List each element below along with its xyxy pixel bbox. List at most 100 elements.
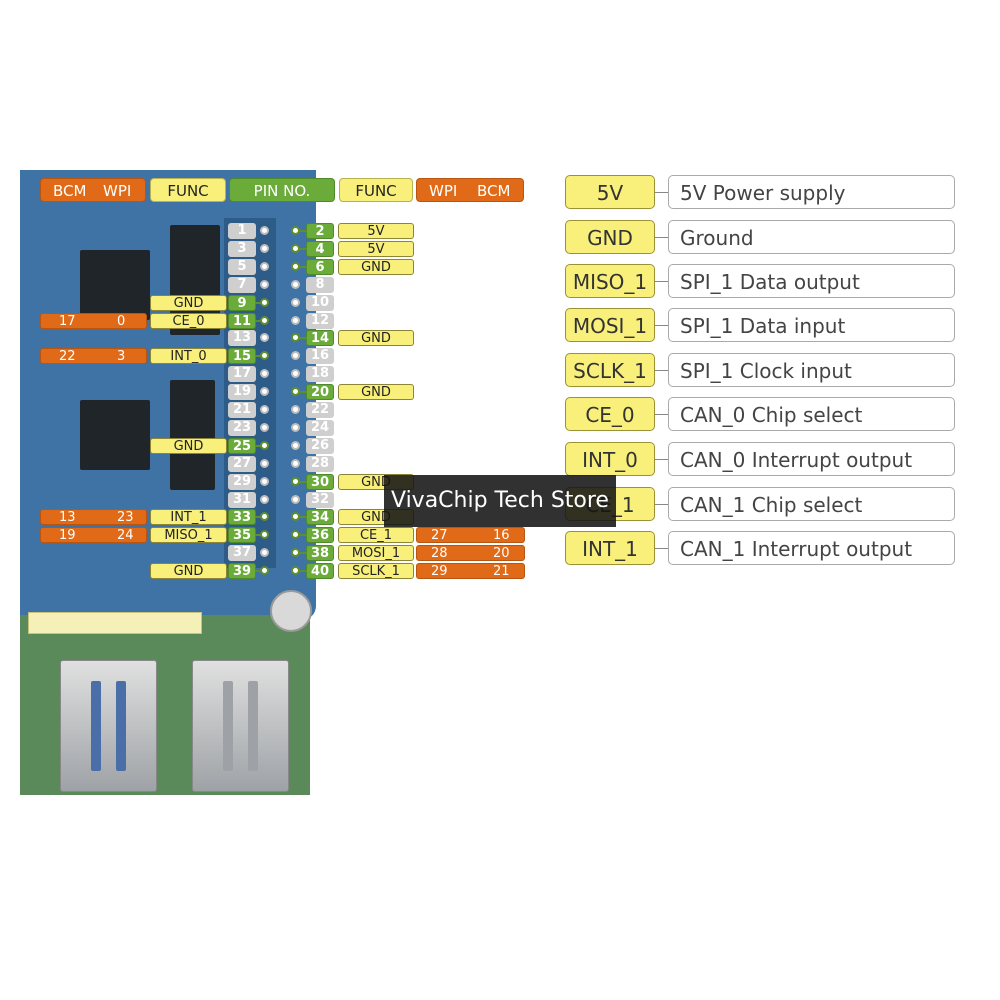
legend-key-sclk-1: SCLK_1: [565, 353, 655, 387]
legend-connector: [655, 548, 668, 549]
pin-40-func: SCLK_1: [338, 563, 414, 579]
pin-2: 2: [306, 223, 334, 239]
header-left-bcm-wpi: BCM WPI: [40, 178, 146, 202]
pin-38-wpi: 28: [431, 546, 448, 561]
pin-14: 14: [306, 330, 334, 346]
pin-20-func: GND: [338, 384, 414, 400]
pin-29: 29: [228, 474, 256, 490]
pin-13: 13: [228, 330, 256, 346]
header-pin-no: PIN NO.: [229, 178, 335, 202]
pin-18: 18: [306, 366, 334, 382]
header-right-func: FUNC: [339, 178, 413, 202]
pin-connector-line: [255, 355, 261, 357]
legend-key-miso-1: MISO_1: [565, 264, 655, 298]
legend-key-gnd: GND: [565, 220, 655, 254]
legend-desc-5v: 5V Power supply: [668, 175, 955, 209]
pin-15: 15: [228, 348, 256, 364]
pin-connector-line: [299, 534, 307, 536]
pin-connector-line: [299, 266, 307, 268]
pin-contact: [260, 459, 269, 468]
pin-25-func: GND: [150, 438, 227, 454]
pin-connector-line: [299, 516, 307, 518]
pin-23: 23: [228, 420, 256, 436]
pin-contact: [260, 566, 269, 575]
pin-contact: [260, 333, 269, 342]
legend-key-5v: 5V: [565, 175, 655, 209]
legend-desc-miso-1: SPI_1 Data output: [668, 264, 955, 298]
raspberry-pi-board: [20, 615, 310, 795]
pin-contact: [291, 405, 300, 414]
pin-contact: [260, 548, 269, 557]
legend-connector: [655, 325, 668, 326]
pin-contact: [260, 244, 269, 253]
pin-connector-line: [299, 552, 307, 554]
pin-11: 11: [228, 313, 256, 329]
pin-4-func: 5V: [338, 241, 414, 257]
pin-contact: [260, 441, 269, 450]
pin-39-func: GND: [150, 563, 227, 579]
legend-connector: [655, 281, 668, 282]
pin-contact: [260, 512, 269, 521]
pin-3: 3: [228, 241, 256, 257]
pin-24: 24: [306, 420, 334, 436]
pin-contact: [260, 262, 269, 271]
header-left-bcm: BCM: [53, 182, 87, 200]
pin-38: 38: [306, 545, 334, 561]
pin-40: 40: [306, 563, 334, 579]
pin-contact: [291, 351, 300, 360]
pin-6-func: GND: [338, 259, 414, 275]
pin-35-func: MISO_1: [150, 527, 227, 543]
pin-35-wpi: 24: [117, 528, 134, 543]
pin-20: 20: [306, 384, 334, 400]
usb-port: [192, 660, 289, 792]
pin-40-bcm: 21: [493, 564, 510, 579]
pin-17: 17: [228, 366, 256, 382]
pin-contact: [260, 495, 269, 504]
pin-contact: [260, 477, 269, 486]
pin-33-func: INT_1: [150, 509, 227, 525]
legend-desc-gnd: Ground: [668, 220, 955, 254]
legend-desc-ce-0: CAN_0 Chip select: [668, 397, 955, 431]
pin-15-bcm-wpi: 22 3: [40, 348, 147, 364]
pin-26: 26: [306, 438, 334, 454]
legend-desc-int-0: CAN_0 Interrupt output: [668, 442, 955, 476]
pin-contact: [260, 530, 269, 539]
pin-15-bcm: 22: [59, 349, 76, 364]
pin-connector-line: [255, 570, 261, 572]
legend-desc-mosi-1: SPI_1 Data input: [668, 308, 955, 342]
pin-connector-line: [299, 391, 307, 393]
legend-connector: [655, 237, 668, 238]
pin-contact: [260, 316, 269, 325]
pin-38-func: MOSI_1: [338, 545, 414, 561]
pin-contact: [260, 423, 269, 432]
pin-14-func: GND: [338, 330, 414, 346]
legend-desc-int-1: CAN_1 Interrupt output: [668, 531, 955, 565]
pin-contact: [260, 405, 269, 414]
pin-connector-line: [255, 516, 261, 518]
pin-37: 37: [228, 545, 256, 561]
pin-connector-line: [255, 534, 261, 536]
pin-contact: [291, 316, 300, 325]
pin-connector-line: [255, 445, 261, 447]
pin-11-bcm: 17: [59, 314, 76, 329]
header-right-bcm: BCM: [477, 182, 511, 200]
screw-icon: [270, 590, 312, 632]
pin-contact: [260, 351, 269, 360]
pin-16: 16: [306, 348, 334, 364]
hat-board: [20, 170, 316, 620]
usb-port: [60, 660, 157, 792]
pin-15-wpi: 3: [117, 349, 126, 364]
header-left-wpi: WPI: [103, 182, 132, 200]
pin-connector-line: [299, 337, 307, 339]
pin-9: 9: [228, 295, 256, 311]
pin-contact: [291, 441, 300, 450]
pin-connector-line: [299, 248, 307, 250]
pin-19: 19: [228, 384, 256, 400]
pin-contact: [260, 226, 269, 235]
legend-key-mosi-1: MOSI_1: [565, 308, 655, 342]
